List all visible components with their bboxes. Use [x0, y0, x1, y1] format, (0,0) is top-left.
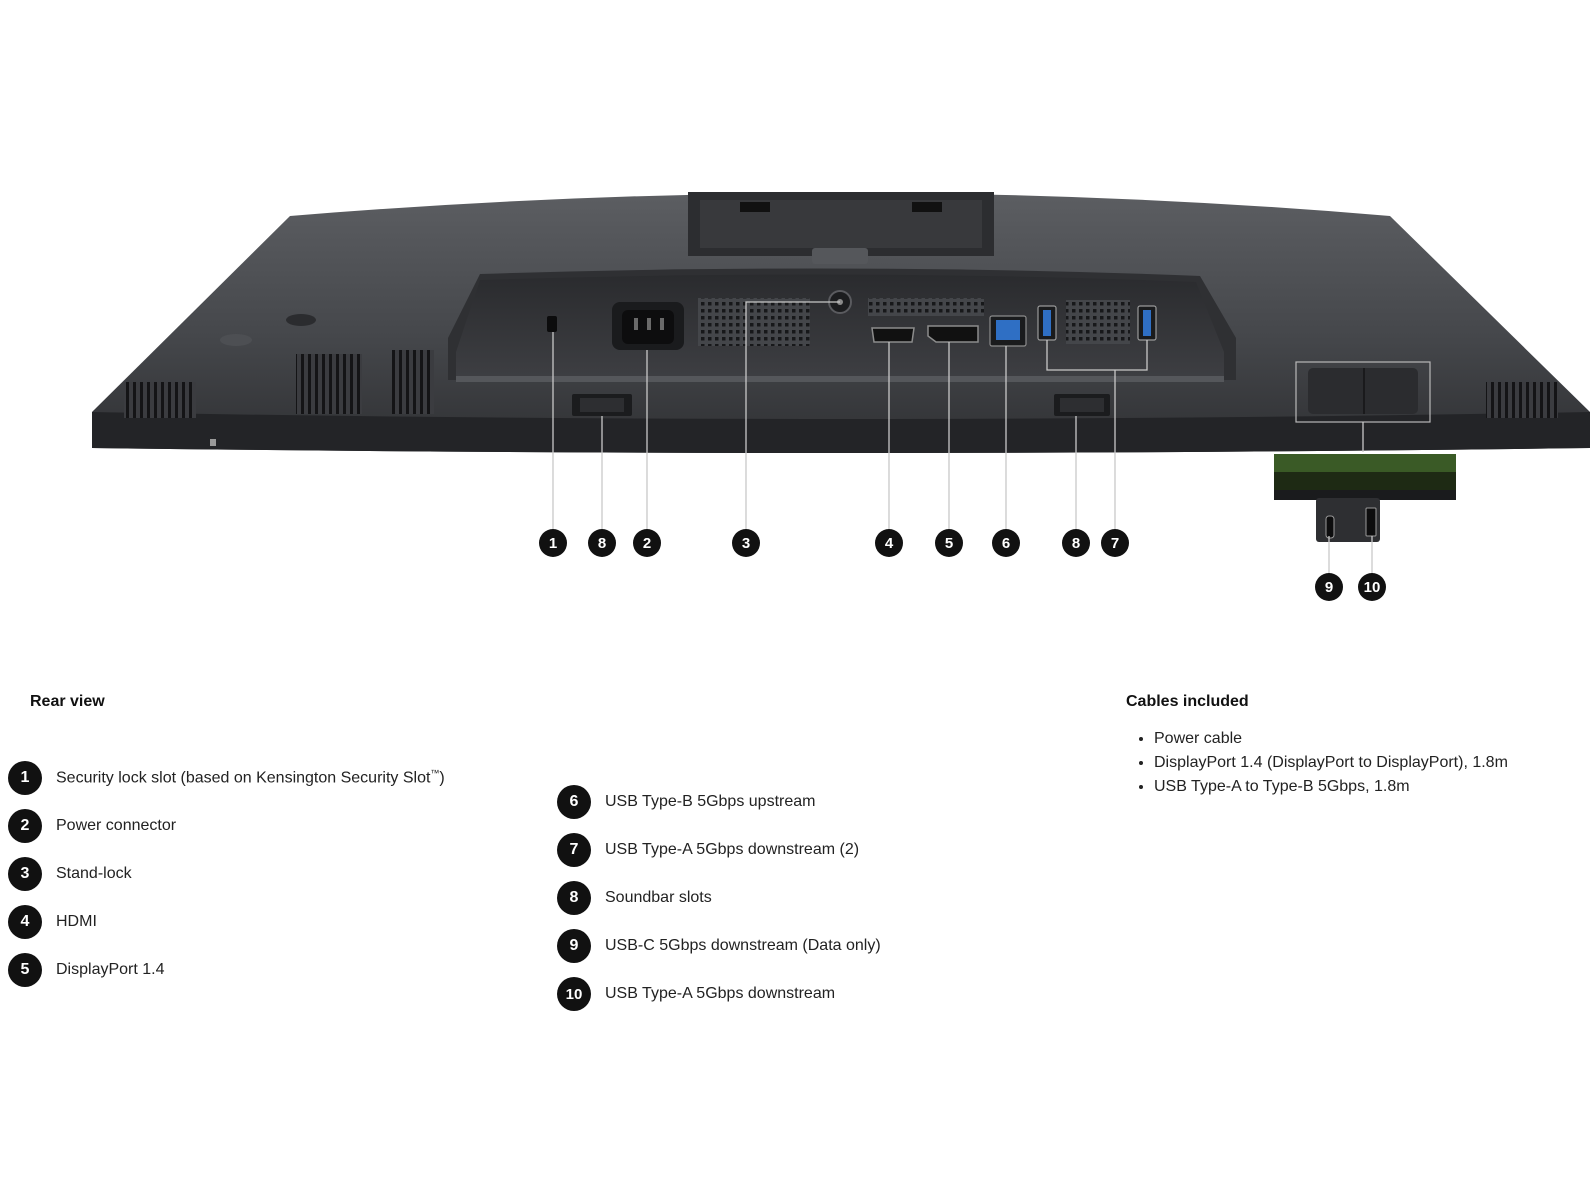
legend-item-6: 6 USB Type-B 5Gbps upstream [557, 785, 815, 819]
legend-badge: 5 [8, 953, 42, 987]
svg-text:8: 8 [598, 535, 606, 552]
legend-badge: 1 [8, 761, 42, 795]
monitor-rear-illustration: 1 8 2 3 4 5 6 8 7 9 10 [92, 192, 1590, 601]
svg-text:4: 4 [885, 535, 894, 552]
svg-text:2: 2 [643, 535, 651, 552]
legend-label: HDMI [56, 913, 97, 930]
legend-item-3: 3 Stand-lock [8, 857, 132, 891]
cable-item: Power cable [1154, 727, 1508, 751]
rear-view-title: Rear view [30, 693, 105, 710]
legend-badge: 10 [557, 977, 591, 1011]
legend-item-10: 10 USB Type-A 5Gbps downstream [557, 977, 835, 1011]
callout-3: 3 [732, 529, 760, 557]
callout-2: 2 [633, 529, 661, 557]
svg-text:8: 8 [1072, 535, 1080, 552]
callout-8-right: 8 [1062, 529, 1090, 557]
legend-badge: 9 [557, 929, 591, 963]
legend-badge: 3 [8, 857, 42, 891]
svg-text:6: 6 [1002, 535, 1010, 552]
cables-list: Power cable DisplayPort 1.4 (DisplayPort… [1136, 727, 1508, 799]
legend-item-5: 5 DisplayPort 1.4 [8, 953, 165, 987]
legend-label: DisplayPort 1.4 [56, 961, 165, 978]
svg-text:9: 9 [1325, 579, 1333, 596]
legend-label: USB-C 5Gbps downstream (Data only) [605, 937, 881, 954]
svg-text:10: 10 [1364, 579, 1381, 596]
cable-item: DisplayPort 1.4 (DisplayPort to DisplayP… [1154, 751, 1508, 775]
legend-item-8: 8 Soundbar slots [557, 881, 712, 915]
callout-5: 5 [935, 529, 963, 557]
cables-included-title: Cables included [1126, 693, 1249, 710]
legend-badge: 7 [557, 833, 591, 867]
svg-text:1: 1 [549, 535, 557, 552]
legend-label: Security lock slot (based on Kensington … [56, 768, 445, 787]
legend-label: USB Type-A 5Gbps downstream (2) [605, 841, 860, 858]
callout-10: 10 [1358, 573, 1386, 601]
legend-badge: 4 [8, 905, 42, 939]
svg-text:7: 7 [1111, 535, 1119, 552]
legend-badge: 6 [557, 785, 591, 819]
callout-badges: 1 8 2 3 4 5 6 8 7 9 10 [539, 529, 1386, 601]
legend-label: USB Type-B 5Gbps upstream [605, 793, 816, 810]
legend-item-1: 1 Security lock slot (based on Kensingto… [8, 761, 445, 795]
callout-1: 1 [539, 529, 567, 557]
svg-text:5: 5 [945, 535, 953, 552]
legend-item-9: 9 USB-C 5Gbps downstream (Data only) [557, 929, 881, 963]
io-panel [448, 268, 1236, 416]
callout-4: 4 [875, 529, 903, 557]
legend-label: USB Type-A 5Gbps downstream [605, 985, 836, 1002]
legend-label: Stand-lock [56, 865, 132, 882]
legend-badge: 2 [8, 809, 42, 843]
callout-leader-lines [552, 301, 1373, 576]
callout-9: 9 [1315, 573, 1343, 601]
legend-label: Soundbar slots [605, 889, 712, 906]
legend-label: Power connector [56, 817, 177, 834]
side-ports-inset [1274, 454, 1456, 542]
svg-text:3: 3 [742, 535, 750, 552]
legend-item-2: 2 Power connector [8, 809, 176, 843]
legend-item-4: 4 HDMI [8, 905, 97, 939]
callout-7: 7 [1101, 529, 1129, 557]
legend-item-7: 7 USB Type-A 5Gbps downstream (2) [557, 833, 859, 867]
callout-6: 6 [992, 529, 1020, 557]
cable-item: USB Type-A to Type-B 5Gbps, 1.8m [1154, 775, 1508, 799]
callout-8: 8 [588, 529, 616, 557]
legend-badge: 8 [557, 881, 591, 915]
